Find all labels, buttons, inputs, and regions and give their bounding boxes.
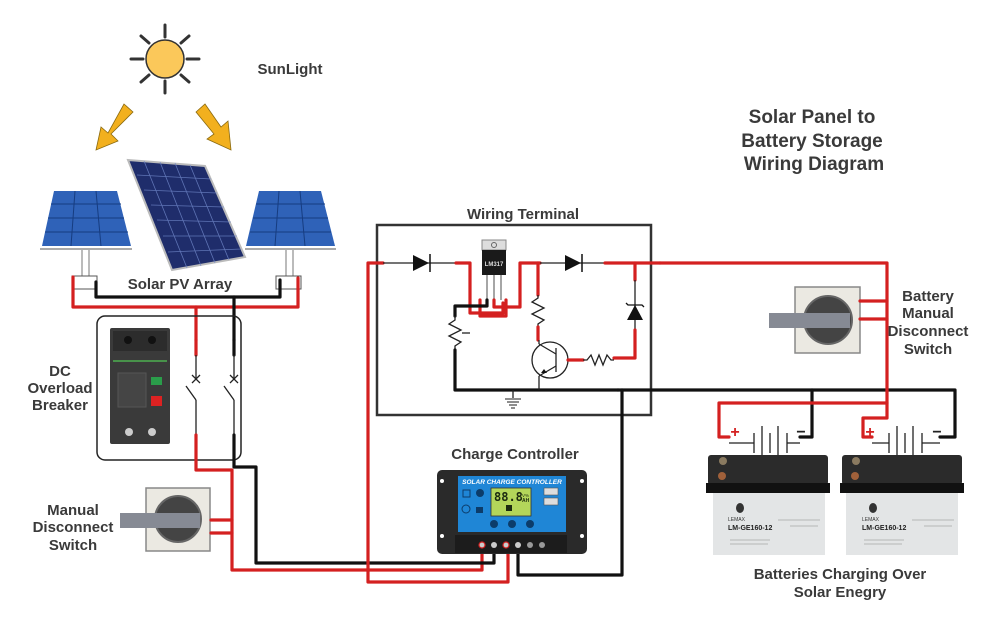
usb-port-icon [543, 487, 559, 496]
sunlight-arrow-right-icon [195, 103, 232, 151]
batteries-label-line-1: Batteries Charging Over [754, 566, 927, 583]
sun-icon [129, 23, 201, 95]
charge-controller: SOLAR CHARGE CONTROLLER 88.8 V% AH [437, 470, 587, 554]
manual-disconnect-label-line-2: Disconnect [33, 519, 114, 536]
battery-1-brand: LEMAX [728, 517, 746, 523]
battery-1-model: LM-GE160-12 [728, 525, 772, 532]
manual-disconnect-label-line-3: Switch [49, 537, 97, 554]
breaker-to-controller-wires [194, 433, 496, 572]
gear-icon [476, 489, 484, 497]
battery-1-minus-sign: − [796, 424, 805, 441]
wiring-terminal-box: LM317 [366, 223, 662, 584]
diode-icon [413, 255, 429, 271]
manual-disconnect-switch[interactable] [120, 487, 211, 552]
battery-symbol-1: + − [729, 424, 806, 460]
transistor-icon [531, 340, 569, 390]
manual-disconnect-label-line-1: Manual [47, 502, 99, 519]
title-line-1: Solar Panel to [749, 107, 876, 128]
terminal-battery-positive [502, 541, 510, 549]
ground-icon [505, 390, 521, 409]
battery-1: LEMAX LM-GE160-12 [706, 455, 830, 555]
dc-breaker-label-line-3: Breaker [32, 397, 88, 414]
battery-symbol-2: + − [865, 424, 942, 460]
solar-panel-center [126, 158, 247, 272]
terminal-pv-positive [478, 541, 486, 549]
title-line-2: Battery Storage [741, 131, 883, 152]
manual-disconnect-label: Manual Disconnect Switch [33, 502, 114, 554]
lcd-display [490, 487, 532, 517]
solar-pv-array-label: Solar PV Array [128, 276, 233, 293]
dc-breaker-label-line-2: Overload [27, 380, 92, 397]
controller-button-select[interactable] [508, 520, 516, 528]
battery-disconnect-label-line-1: Battery [902, 288, 954, 305]
terminal-battery-negative [515, 542, 521, 548]
zener-diode-icon [627, 305, 643, 320]
title-line-3: Wiring Diagram [744, 154, 884, 175]
lm317-chip-label: LM317 [485, 262, 504, 268]
terminal-load-negative [539, 542, 545, 548]
battery-disconnect-wires [658, 261, 889, 439]
battery-1-plus-sign: + [730, 424, 739, 441]
batteries-label: Batteries Charging Over Solar Enegry [754, 566, 927, 601]
battery-disconnect-label-line-2: Manual [902, 305, 954, 322]
battery-2-plus-sign: + [865, 424, 874, 441]
battery-disconnect-switch[interactable] [769, 286, 861, 354]
array-wires [71, 275, 300, 342]
solar-panel-right [245, 190, 336, 290]
dc-breaker-label-line-1: DC [49, 363, 71, 380]
battery-2-minus-sign: − [932, 424, 941, 441]
solar-panel-left [40, 190, 132, 290]
lcd-unit-volt: V% [522, 493, 529, 498]
battery-disconnect-label: Battery Manual Disconnect Switch [888, 288, 969, 358]
charge-controller-label: Charge Controller [451, 446, 579, 463]
charge-controller-panel-title: SOLAR CHARGE CONTROLLER [462, 479, 562, 486]
terminal-load-positive [527, 542, 533, 548]
lcd-unit-ah: AH [522, 498, 530, 504]
dc-breaker-box [96, 315, 242, 461]
batteries-label-line-2: Solar Enegry [794, 584, 887, 601]
sunlight-label: SunLight [258, 61, 323, 78]
clock-icon [461, 504, 471, 514]
terminal-pv-negative [491, 542, 497, 548]
diode-icon [565, 255, 581, 271]
battery-2: LEMAX LM-GE160-12 [840, 455, 964, 555]
battery-disconnect-label-line-4: Switch [904, 341, 952, 358]
battery-disconnect-label-line-3: Disconnect [888, 323, 969, 340]
dc-breaker-label: DC Overload Breaker [27, 363, 92, 414]
wiring-terminal-label: Wiring Terminal [467, 206, 579, 223]
sunlight-arrow-left-icon [95, 103, 134, 151]
lock-icon [476, 507, 483, 513]
usb-port-icon [543, 497, 559, 506]
battery-2-brand: LEMAX [862, 517, 880, 523]
lcd-readout: 88.8 [494, 490, 523, 504]
battery-2-model: LM-GE160-12 [862, 525, 906, 532]
controller-button-menu[interactable] [490, 520, 498, 528]
lm317-regulator: LM317 [481, 239, 507, 300]
terminal-to-controller-wires [516, 388, 957, 577]
diagram-title: Solar Panel to Battery Storage Wiring Di… [741, 107, 884, 175]
controller-button-adjust[interactable] [526, 520, 534, 528]
